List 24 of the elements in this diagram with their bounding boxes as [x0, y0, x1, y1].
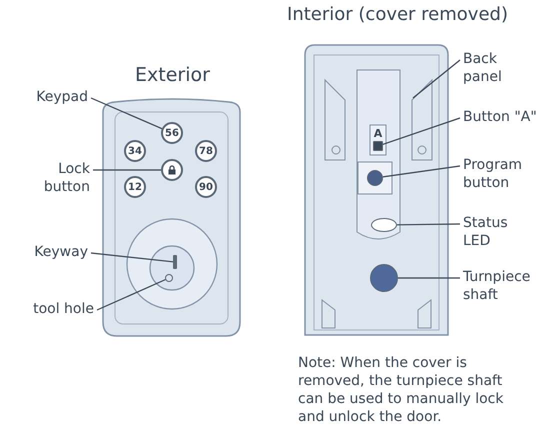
leader-line [96, 279, 166, 311]
callout-label: Program button [463, 156, 543, 194]
callout-label: tool hole [12, 300, 94, 320]
section-heading: Exterior [134, 64, 211, 87]
leader-line [90, 97, 162, 130]
callout-label: Keypad [22, 88, 88, 108]
callout-label: Lock button [14, 160, 90, 198]
letter-label: A [372, 126, 384, 141]
callout-label: Status LED [463, 214, 533, 252]
leader-line [90, 252, 174, 262]
note-text: Note: When the cover is removed, the turnpiece shaft can be used to manually lock and unlock the door. [298, 354, 504, 426]
leader-line [412, 60, 460, 98]
callout-label: Back panel [463, 50, 533, 88]
keyway-slot [173, 255, 177, 269]
leader-line [382, 165, 460, 178]
callout-label: Turnpiece shaft [463, 268, 547, 306]
section-heading: Interior (cover removed) [286, 4, 509, 26]
callout-label: Button "A" [463, 108, 547, 128]
leader-line [398, 277, 460, 279]
callout-label: Keyway [20, 243, 88, 263]
leader-line [382, 117, 460, 145]
reset-button [373, 141, 383, 151]
leader-line [396, 223, 460, 226]
leader-line [93, 169, 161, 171]
